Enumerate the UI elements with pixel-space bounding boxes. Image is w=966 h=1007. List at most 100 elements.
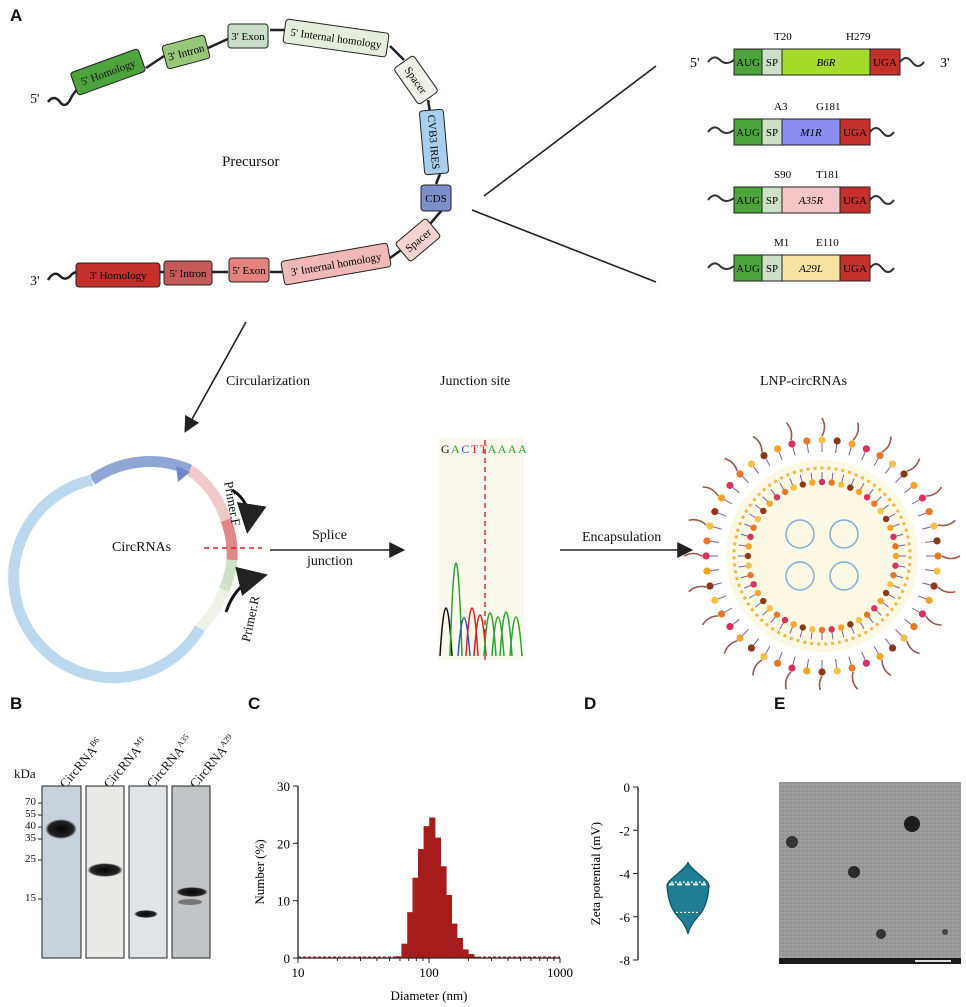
c-ylabel: Number (%): [252, 839, 267, 904]
construct-a29l: AUG SP A29L UGA M1 E110: [707, 237, 895, 282]
construct-right-residue: E110: [816, 237, 839, 249]
lnp-label: LNP-circRNAs: [760, 374, 848, 389]
wb-band-1: [45, 819, 77, 839]
chromatogram-peaks: [439, 562, 523, 657]
tem-particle: [848, 866, 860, 878]
construct-5prime: 5': [690, 56, 700, 71]
junction-site-label: Junction site: [440, 374, 511, 389]
wb-lane-4: [171, 785, 211, 959]
construct-sp: SP: [766, 57, 778, 69]
segment-5-exon: 5' Exon: [228, 257, 270, 283]
construct-gene: B6R: [817, 57, 836, 69]
svg-text:CVB3 IRES: CVB3 IRES: [425, 114, 442, 170]
panel-label-e: E: [774, 694, 786, 713]
lnp-circrna: [785, 519, 815, 549]
chromatogram-background: [438, 438, 524, 660]
size-bar: [407, 912, 414, 958]
d-ytick: 0: [624, 780, 631, 795]
construct-sp: SP: [766, 263, 778, 275]
construct-right-residue: T181: [816, 169, 839, 181]
c-xlabel: Diameter (nm): [391, 988, 468, 1003]
size-bar: [440, 866, 447, 958]
panel-label-d: D: [584, 694, 597, 713]
construct-left-residue: M1: [774, 237, 789, 249]
lnp-circrna: [785, 561, 815, 591]
segment-3-intron: 3' Intron: [161, 34, 211, 70]
construct-stop: UGA: [843, 195, 867, 207]
construct-gene: M1R: [799, 127, 822, 139]
construct-left-residue: S90: [774, 169, 792, 181]
wb-band-3: [134, 910, 158, 918]
construct-right-residue: H279: [846, 31, 871, 43]
size-bar: [451, 923, 458, 958]
segment-cds: CDS: [420, 184, 452, 212]
c-ytick: 20: [277, 836, 290, 851]
wb-marker-label: 35: [25, 832, 36, 844]
d-ytick: -2: [619, 823, 630, 838]
construct-stop: UGA: [843, 263, 867, 275]
svg-text:5' Intron: 5' Intron: [169, 268, 207, 280]
panel-label-a: A: [10, 6, 23, 25]
construct-stop: UGA: [873, 57, 897, 69]
precursor-3prime: 3': [30, 274, 40, 289]
c-ytick: 30: [277, 779, 290, 794]
svg-text:5' Exon: 5' Exon: [232, 265, 266, 277]
segment-5-intron: 5' Intron: [163, 260, 213, 286]
segment-5-homology: 5' Homology: [70, 48, 146, 96]
splice-label: Splice: [312, 528, 347, 543]
size-bar: [445, 894, 453, 958]
tem-particle: [942, 929, 948, 935]
size-bar: [429, 817, 436, 958]
construct-left-residue: A3: [774, 101, 788, 113]
construct-right-residue: G181: [816, 101, 840, 113]
c-ytick: 0: [284, 951, 291, 966]
construct-sp: SP: [766, 195, 778, 207]
size-bar: [412, 877, 419, 958]
wb-marker-label: 15: [25, 892, 36, 904]
zeta-violin: [666, 861, 710, 935]
construct-start: AUG: [736, 127, 760, 139]
precursor-backbone-top: [145, 28, 442, 185]
lnp-circrna: [829, 519, 859, 549]
construct-start: AUG: [736, 195, 760, 207]
size-bar: [462, 949, 469, 958]
encapsulation-label: Encapsulation: [582, 530, 662, 545]
circrnas-label: CircRNAs: [112, 540, 172, 555]
western-blot: [38, 785, 211, 959]
western-unit: kDa: [14, 766, 36, 781]
construct-start: AUG: [736, 263, 760, 275]
chromatogram-sequence: GACTTAAAA: [441, 442, 528, 456]
c-xtick: 1000: [547, 965, 573, 980]
d-ytick: -6: [619, 910, 630, 925]
circrna-direction-arrow: [176, 466, 190, 482]
wb-marker-label: 25: [25, 853, 36, 865]
panel-label-b: B: [10, 694, 23, 713]
tem-particle: [876, 929, 886, 939]
construct-gene: A29L: [798, 263, 823, 275]
svg-text:CDS: CDS: [425, 193, 446, 205]
c-xtick: 10: [292, 965, 305, 980]
wb-band-4b: [178, 899, 202, 905]
c-xtick: 100: [419, 965, 439, 980]
segment-cvb3-ires: CVB3 IRES: [419, 108, 449, 176]
construct-stop: UGA: [843, 127, 867, 139]
precursor-wave-3prime: [46, 268, 81, 281]
size-bar: [423, 826, 430, 958]
size-bar: [456, 937, 463, 958]
segment-3-homology: 3' Homology: [75, 262, 161, 288]
panel-label-c: C: [248, 694, 261, 713]
cds-expansion-line-bottom: [471, 209, 657, 283]
precursor-title: Precursor: [222, 154, 280, 170]
wb-band-2: [87, 863, 123, 877]
cds-expansion-line-top: [483, 65, 657, 197]
d-ylabel: Zeta potential (mV): [588, 822, 603, 925]
precursor-5prime: 5': [30, 92, 40, 107]
size-bar: [468, 953, 475, 958]
